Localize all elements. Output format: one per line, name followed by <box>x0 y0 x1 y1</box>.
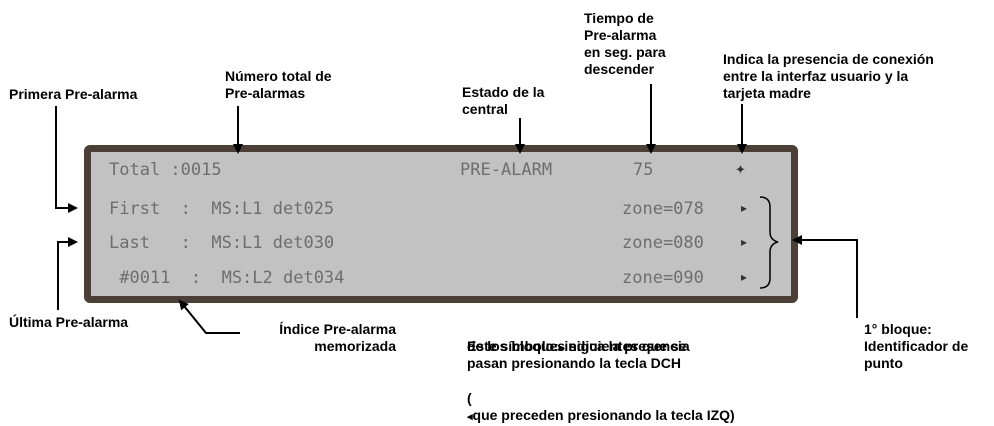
arrow-primera <box>55 106 78 213</box>
label-simbolo: Este símbolo:▸indica la presencia <box>467 321 690 357</box>
right-arrow-icon: ▸ <box>741 270 748 284</box>
right-arrow-icon: ▸ <box>741 235 748 249</box>
simbolo-last-text-2: que preceden presionando la tecla IZQ) <box>472 407 735 423</box>
lcd-row4-zone: zone=090 <box>622 268 704 288</box>
right-arrow-icon: ▸ <box>558 342 565 354</box>
label-simbolo-rest: de los bloques siguientes que se pasan p… <box>467 338 687 371</box>
label-primera-prealarma: Primera Pre-alarma <box>9 86 138 102</box>
lcd-row2-label: First : MS:L1 det025 <box>109 199 335 219</box>
lcd-row1-time: 75 <box>633 160 654 180</box>
label-tiempo-prealarma: Tiempo de Pre-alarma en seg. para descen… <box>584 10 666 77</box>
label-indice-prealarma: Índice Pre-alarma memorizada <box>279 321 396 354</box>
annotation-arrows <box>55 84 858 334</box>
arrow-ultima <box>57 237 78 310</box>
arrow-bloque <box>792 235 858 318</box>
lcd-row1-state: PRE-ALARM <box>460 160 553 180</box>
right-arrow-icon: ▸ <box>741 201 748 215</box>
lcd-row2-zone: zone=078 <box>622 199 704 219</box>
label-ultima-prealarma: Última Pre-alarma <box>9 314 129 330</box>
arrow-indice <box>178 299 240 334</box>
label-estado-central: Estado de la central <box>462 84 545 117</box>
label-numero-total: Número total de Pre-alarmas <box>225 68 332 101</box>
lcd-display <box>84 145 798 303</box>
simbolo-text-1: Este símbolo: <box>467 338 559 354</box>
label-indica-conexion: Indica la presencia de conexión entre la… <box>723 51 934 101</box>
connection-icon: ✦ <box>735 162 746 177</box>
lcd-row3-zone: zone=080 <box>622 233 704 253</box>
lcd-row1-total: Total :0015 <box>109 160 222 180</box>
brace <box>759 196 779 289</box>
label-primer-bloque: 1° bloque: Identificador de punto <box>864 321 969 371</box>
lcd-row4-label: #0011 : MS:L2 det034 <box>109 268 345 288</box>
simbolo-text-2: indica la presencia <box>564 338 690 354</box>
lcd-row3-label: Last : MS:L1 det030 <box>109 233 335 253</box>
